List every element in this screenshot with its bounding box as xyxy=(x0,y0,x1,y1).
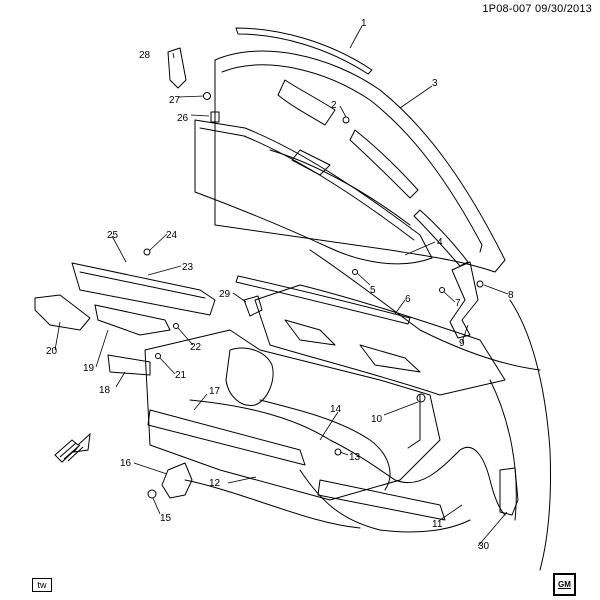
callout-11: 11 xyxy=(432,519,443,530)
strut-tower xyxy=(225,347,274,406)
fastener-5 xyxy=(352,269,358,275)
callout-4: 4 xyxy=(437,237,443,248)
lower-structure xyxy=(299,469,471,533)
hood-hinge xyxy=(449,261,479,339)
callout-8: 8 xyxy=(508,290,514,301)
callout-24: 24 xyxy=(166,230,178,241)
shield-18 xyxy=(107,354,151,376)
fastener-22 xyxy=(173,323,179,329)
callout-7: 7 xyxy=(455,298,461,309)
latch-bolt xyxy=(147,489,157,499)
hood-weatherstrip-strip xyxy=(235,27,373,75)
callout-10: 10 xyxy=(371,414,383,425)
hood-cutout-a xyxy=(277,79,336,126)
callout-9: 9 xyxy=(459,338,465,349)
hood-cutout-b xyxy=(349,129,419,199)
fastener-21 xyxy=(155,353,161,359)
callout-27: 27 xyxy=(169,95,181,106)
tie-bar xyxy=(71,262,216,316)
a-pillar xyxy=(509,299,552,571)
hinge-bolt-8 xyxy=(476,280,484,288)
hood-inner-frame xyxy=(221,64,483,253)
diagram-header: 1P08-007 09/30/2013 xyxy=(482,3,592,15)
drawing-date: 09/30/2013 xyxy=(534,3,592,15)
drawing-id: 1P08-007 xyxy=(482,3,532,15)
callout-23: 23 xyxy=(182,262,194,273)
frame-rail-right xyxy=(317,479,446,521)
callout-6: 6 xyxy=(405,294,411,305)
inner-fender xyxy=(259,399,391,491)
callout-22: 22 xyxy=(190,342,202,353)
tw-badge: tw xyxy=(32,578,52,592)
release-handle xyxy=(499,467,519,516)
fender-edge xyxy=(489,379,517,521)
gm-logo: GM xyxy=(553,573,576,596)
callout-16: 16 xyxy=(120,458,132,469)
callout-29: 29 xyxy=(219,289,231,300)
callout-26: 26 xyxy=(177,113,189,124)
release-cable-lower xyxy=(184,479,361,529)
support-rod-grommet xyxy=(416,393,426,403)
plenum-grille-b xyxy=(359,344,421,373)
cowl-seal xyxy=(235,275,411,325)
callout-12: 12 xyxy=(209,478,221,489)
callout-18: 18 xyxy=(99,385,111,396)
callout-28: 28 xyxy=(139,50,151,61)
hinge-bolt-7 xyxy=(439,287,445,293)
callout-19: 19 xyxy=(83,363,95,374)
hood-latch xyxy=(161,462,193,499)
hood-insulator xyxy=(194,119,433,265)
windshield-edge xyxy=(309,249,541,371)
callout-14: 14 xyxy=(330,404,342,415)
gm-logo-text: GM xyxy=(558,580,571,589)
release-cable xyxy=(189,399,506,516)
hood-outer-panel xyxy=(214,50,506,273)
deflector-19 xyxy=(94,304,171,336)
support-rod xyxy=(407,394,421,449)
fastener-24 xyxy=(143,248,151,256)
frame-rail-left xyxy=(147,409,306,466)
callout-17: 17 xyxy=(209,386,221,397)
deflector-20 xyxy=(34,294,91,331)
cowl-panel xyxy=(254,284,506,396)
callout-13: 13 xyxy=(349,452,361,463)
clip-27 xyxy=(203,92,211,100)
fastener-2 xyxy=(342,116,350,124)
bracket-29 xyxy=(243,295,263,317)
callout-15: 15 xyxy=(160,513,172,524)
callout-20: 20 xyxy=(46,346,58,357)
forward-arrow-icon xyxy=(54,432,91,463)
radiator-support xyxy=(144,329,441,501)
tie-bar-inner xyxy=(79,271,206,299)
bracket-28 xyxy=(167,47,187,89)
callout-5: 5 xyxy=(370,285,376,296)
callout-3: 3 xyxy=(432,78,438,89)
callout-21: 21 xyxy=(175,370,187,381)
hood-insulator-groove xyxy=(269,149,411,226)
callout-25: 25 xyxy=(107,230,119,241)
callout-30: 30 xyxy=(478,541,490,552)
hood-insulator-inner xyxy=(199,127,415,241)
bumper-26 xyxy=(210,111,220,123)
callout-2: 2 xyxy=(331,100,337,111)
plenum-grille-a xyxy=(284,319,336,346)
callout-1: 1 xyxy=(361,18,367,29)
